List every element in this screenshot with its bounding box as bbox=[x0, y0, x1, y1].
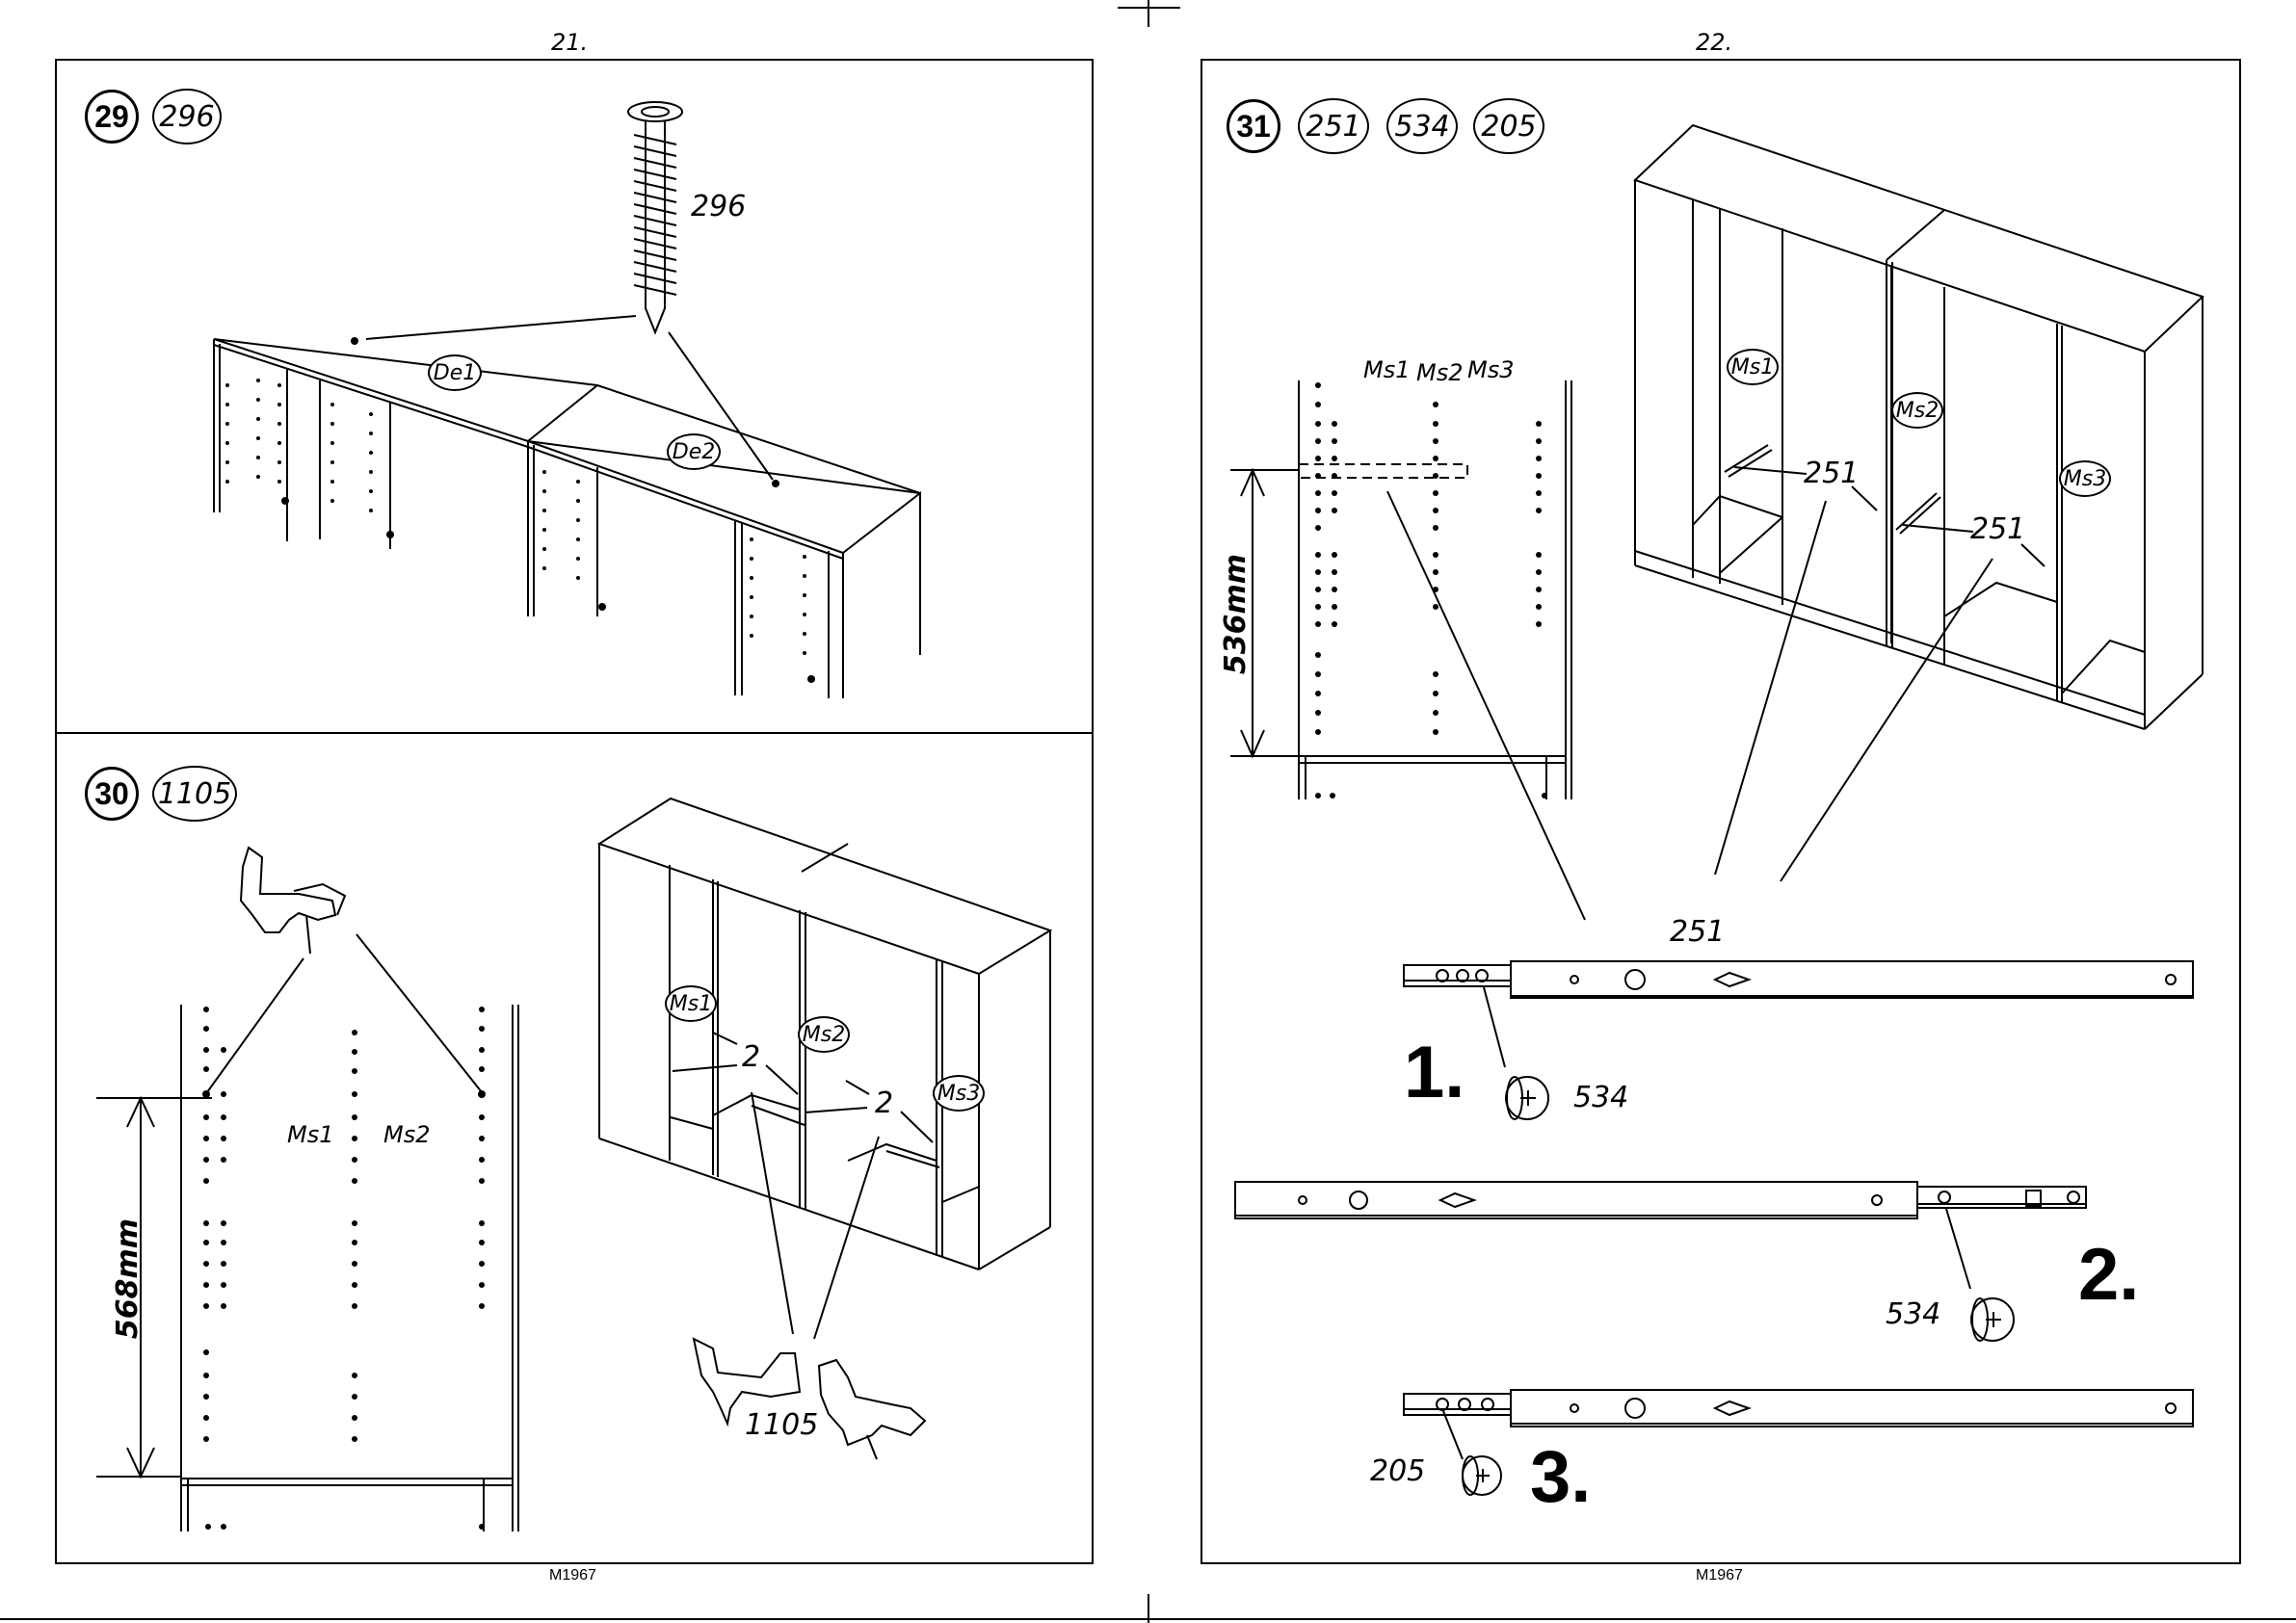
screw-534-label-2: 534 bbox=[1886, 1297, 1940, 1331]
panel-label-de2: De2 bbox=[667, 433, 721, 470]
step-31-part-534: 534 bbox=[1386, 98, 1458, 154]
step-31-shelf-ms1: Ms1 bbox=[1363, 356, 1410, 383]
step-30-part-1105: 1105 bbox=[152, 766, 237, 822]
cabinet-label-ms1: Ms1 bbox=[665, 985, 717, 1022]
cabinet-31-ms2: Ms2 bbox=[1891, 392, 1943, 429]
screw-205-label: 205 bbox=[1370, 1454, 1425, 1488]
screw-296-label: 296 bbox=[691, 190, 746, 223]
sequence-step-3: 3. bbox=[1530, 1435, 1591, 1519]
step-30-shelf-ms1: Ms1 bbox=[287, 1121, 333, 1148]
step-31-number: 31 bbox=[1227, 99, 1280, 153]
support-1105-label: 1105 bbox=[745, 1408, 818, 1442]
rail-251-main-label: 251 bbox=[1670, 915, 1725, 949]
step-31-shelf-ms3: Ms3 bbox=[1467, 356, 1514, 383]
cabinet-label-ms3: Ms3 bbox=[933, 1075, 985, 1112]
rail-251-label-b: 251 bbox=[1970, 512, 2025, 546]
sequence-step-2: 2. bbox=[2078, 1233, 2139, 1317]
step-31-shelf-ms2: Ms2 bbox=[1416, 359, 1463, 386]
step-30-number: 30 bbox=[85, 767, 139, 821]
cabinet-31-ms1: Ms1 bbox=[1727, 349, 1779, 385]
cabinet-label-ms2: Ms2 bbox=[798, 1016, 850, 1053]
step-31-dimension: 536mm bbox=[1219, 554, 1253, 674]
support-count-1: 2 bbox=[742, 1040, 760, 1074]
step-31-part-251: 251 bbox=[1298, 98, 1369, 154]
step-30-shelf-ms2: Ms2 bbox=[383, 1121, 430, 1148]
rail-251-label-a: 251 bbox=[1804, 457, 1859, 490]
step-31-part-205: 205 bbox=[1473, 98, 1544, 154]
sequence-step-1: 1. bbox=[1404, 1031, 1465, 1114]
step-30-dimension: 568mm bbox=[111, 1218, 145, 1339]
step-29-number: 29 bbox=[85, 90, 139, 144]
cabinet-31-ms3: Ms3 bbox=[2059, 460, 2111, 497]
support-count-2: 2 bbox=[875, 1086, 893, 1120]
panel-label-de1: De1 bbox=[428, 354, 482, 391]
screw-534-label-1: 534 bbox=[1573, 1081, 1628, 1114]
step-29-part-296: 296 bbox=[152, 89, 222, 144]
